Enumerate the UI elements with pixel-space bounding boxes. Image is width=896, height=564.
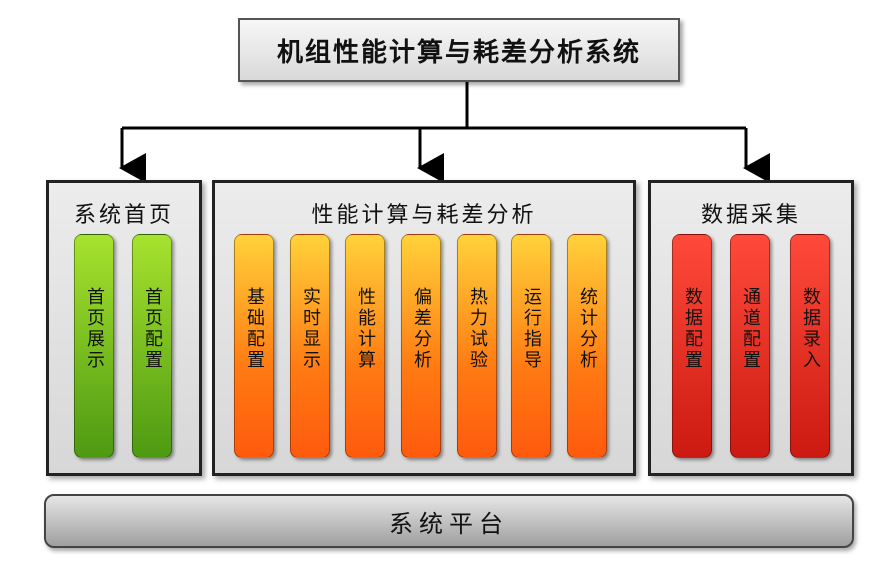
module-deviation-analysis[interactable]: 偏差分析 [401,234,441,458]
module-label: 通道配置 [740,287,761,371]
module-label: 数据录入 [800,287,821,371]
module-label: 偏差分析 [411,287,432,371]
module-home-display[interactable]: 首页展示 [74,234,114,458]
module-label: 数据配置 [682,287,703,371]
system-title: 机组性能计算与耗差分析系统 [238,18,680,82]
module-thermal-test[interactable]: 热力试验 [457,234,497,458]
module-realtime-display[interactable]: 实时显示 [290,234,330,458]
module-label: 首页展示 [84,287,105,371]
module-label: 性能计算 [355,287,376,371]
module-channel-config[interactable]: 通道配置 [730,234,770,458]
module-statistical-analysis[interactable]: 统计分析 [567,234,607,458]
module-label: 基础配置 [244,287,265,371]
panel-data-collection-title: 数据采集 [700,203,801,228]
module-label: 热力试验 [467,287,488,371]
module-label: 统计分析 [577,287,598,371]
system-platform: 系统平台 [44,494,854,548]
panel-home-title: 系统首页 [73,203,174,228]
panel-performance-title: 性能计算与耗差分析 [311,203,537,228]
module-performance-calc[interactable]: 性能计算 [345,234,385,458]
module-home-config[interactable]: 首页配置 [132,234,172,458]
panel-home: 系统首页 [46,180,202,476]
module-data-config[interactable]: 数据配置 [672,234,712,458]
module-operation-guide[interactable]: 运行指导 [511,234,551,458]
module-basic-config[interactable]: 基础配置 [234,234,274,458]
module-label: 实时显示 [300,287,321,371]
module-label: 运行指导 [521,287,542,371]
module-data-entry[interactable]: 数据录入 [790,234,830,458]
module-label: 首页配置 [142,287,163,371]
